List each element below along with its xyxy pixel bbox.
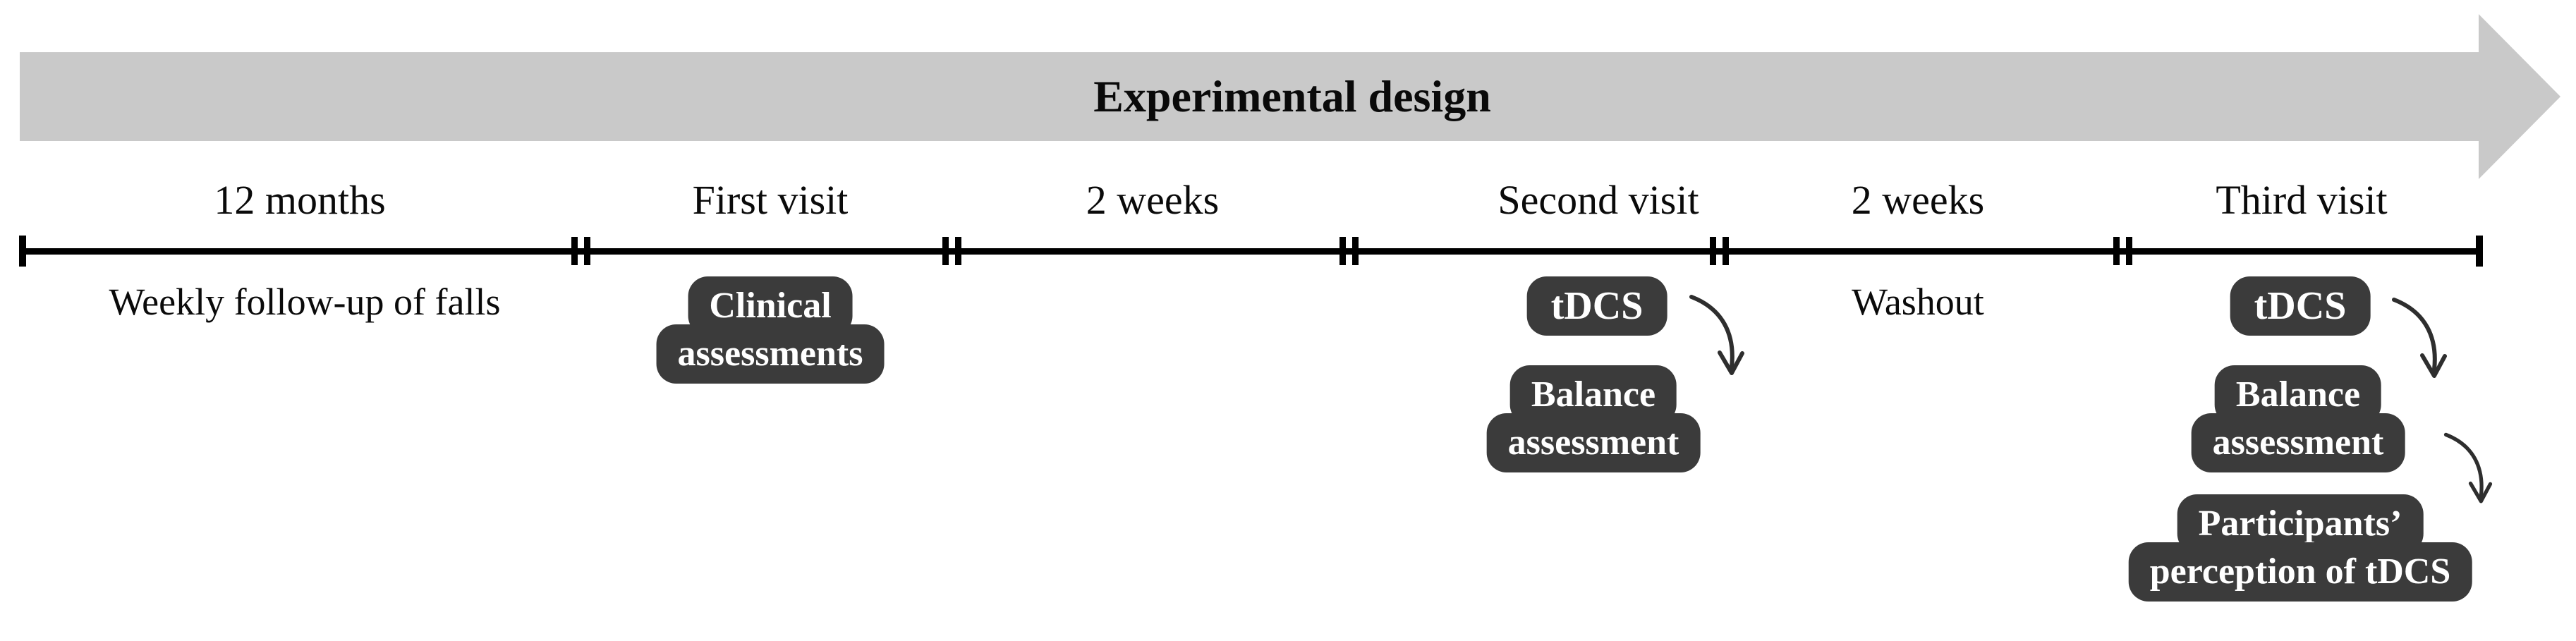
badge-line: tDCS xyxy=(1526,276,1667,336)
timeline-line xyxy=(21,248,2483,255)
banner-title: Experimental design xyxy=(1093,71,1491,121)
timeline-label-first-visit: First visit xyxy=(692,177,849,223)
badge-line: assessment xyxy=(1486,413,1701,472)
experimental-design-banner xyxy=(20,52,2480,141)
timeline-tick-double-3 xyxy=(1339,237,1359,265)
clinical-assessments-badge: Clinical assessments xyxy=(656,276,885,384)
participants-perception-badge: Participants’ perception of tDCS xyxy=(2128,494,2472,602)
timeline-tick-double-1 xyxy=(571,237,590,265)
tdcs-badge-third-visit: tDCS xyxy=(2230,276,2371,336)
balance-assessment-badge-second-visit: Balance assessment xyxy=(1486,365,1701,472)
badge-line: assessment xyxy=(2191,413,2405,472)
badge-line: assessments xyxy=(656,324,885,384)
badge-line: tDCS xyxy=(2230,276,2371,336)
banner-arrowhead xyxy=(2479,14,2560,179)
curved-arrow-icon xyxy=(1689,295,1744,375)
washout-text: Washout xyxy=(1852,281,1984,323)
curved-arrow-icon xyxy=(2443,432,2493,503)
tdcs-badge-second-visit: tDCS xyxy=(1526,276,1667,336)
curved-arrow-icon xyxy=(2392,298,2447,378)
timeline-label-second-visit: Second visit xyxy=(1497,177,1699,223)
timeline-tick-double-2 xyxy=(942,237,961,265)
timeline-label-12-months: 12 months xyxy=(214,177,386,223)
timeline-tick-double-5 xyxy=(2113,237,2132,265)
badge-line: perception of tDCS xyxy=(2128,542,2472,602)
timeline-tick-end xyxy=(2476,236,2483,267)
timeline-label-2-weeks-2: 2 weeks xyxy=(1851,177,1985,223)
balance-assessment-badge-third-visit: Balance assessment xyxy=(2191,365,2405,472)
timeline-label-2-weeks-1: 2 weeks xyxy=(1086,177,1220,223)
weekly-followup-text: Weekly follow-up of falls xyxy=(109,281,501,323)
timeline-tick-start xyxy=(19,236,26,267)
timeline-label-third-visit: Third visit xyxy=(2216,177,2388,223)
timeline-tick-double-4 xyxy=(1710,237,1729,265)
